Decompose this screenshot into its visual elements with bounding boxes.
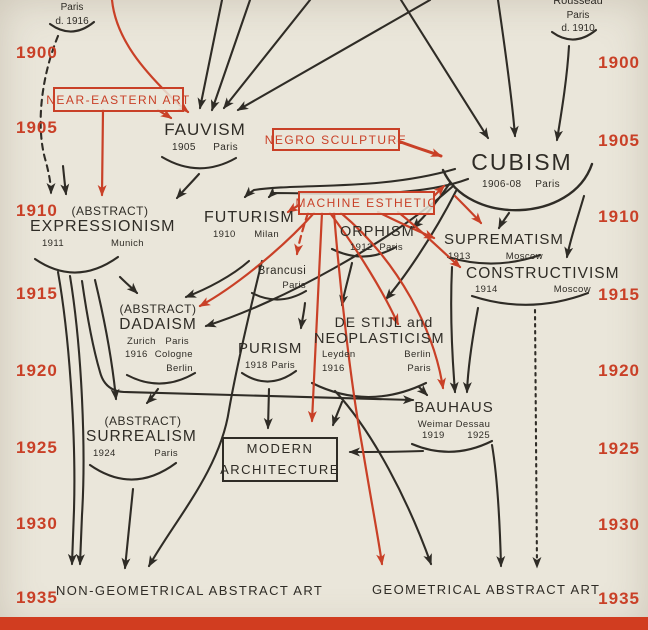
year-left-1915: 1915 (16, 284, 58, 303)
movement-cubism-city: Paris (535, 178, 560, 190)
year-right-1930: 1930 (598, 515, 640, 534)
movement-purism: PURISM 1918 Paris (238, 340, 303, 371)
fragment-redon-city: Paris (60, 2, 84, 13)
movement-purism-city: Paris (271, 359, 295, 371)
movement-surrealism-prefix: (ABSTRACT) (104, 414, 182, 428)
movement-bauhaus-date2: 1925 (467, 430, 490, 442)
movement-futurism-date: 1910 (213, 228, 236, 240)
fragment-rousseau-name: Rousseau (553, 0, 603, 7)
outcome-geometrical: GEOMETRICAL ABSTRACT ART (372, 582, 601, 597)
movement-dadaism-city1: Zurich (127, 335, 156, 347)
movement-dadaism-city4: Berlin (166, 363, 193, 375)
year-right-1915: 1915 (598, 285, 640, 304)
fragment-rousseau-city: Paris (566, 9, 590, 21)
movement-dadaism-name: DADAISM (119, 316, 197, 334)
year-left-1905: 1905 (16, 118, 58, 137)
movement-destijl: DE STIJL and NEOPLASTICISM Leyden Berlin… (314, 314, 445, 374)
movement-suprematism: SUPREMATISM 1913 Moscow (444, 231, 564, 262)
year-right-1920: 1920 (598, 361, 640, 380)
year-right-1905: 1905 (598, 131, 640, 150)
movement-orphism-date: 1912 (350, 242, 373, 254)
fragment-rousseau: Rousseau Paris d. 1910 (546, 0, 610, 36)
box-near-eastern-art: NEAR-EASTERN ART (46, 87, 189, 112)
movement-expressionism-date: 1911 (42, 238, 65, 250)
movement-dadaism-city2: Paris (165, 335, 189, 347)
fragment-redon-date: d. 1916 (55, 15, 89, 27)
movement-bauhaus-cities: Weimar Dessau (417, 418, 491, 430)
movement-cubism-name: CUBISM (471, 149, 573, 175)
year-right-1900: 1900 (598, 53, 640, 72)
box-machine-esthetic: MACHINE ESTHETIC (296, 191, 436, 215)
box-modern-architecture: MODERN ARCHITECTURE (220, 437, 340, 482)
movement-purism-name: PURISM (238, 340, 303, 357)
footer-red-bar (0, 617, 648, 630)
movement-orphism-name: ORPHISM (340, 224, 415, 240)
movement-expressionism-prefix: (ABSTRACT) (71, 204, 149, 218)
movement-suprematism-date: 1913 (448, 250, 471, 262)
movement-constructivism-date: 1914 (475, 284, 498, 296)
movement-destijl-date: 1916 (322, 362, 345, 374)
year-left-1925: 1925 (16, 438, 58, 457)
movement-destijl-name: DE STIJL and (334, 314, 434, 330)
movement-dadaism-city3: Cologne (154, 349, 193, 361)
movement-expressionism-name: EXPRESSIONISM (30, 218, 176, 236)
movement-destijl-city2: Berlin (404, 348, 431, 360)
movement-surrealism: (ABSTRACT) SURREALISM 1924 Paris (86, 414, 197, 459)
movement-futurism: FUTURISM 1910 Milan (204, 209, 295, 241)
movement-purism-date: 1918 (245, 359, 268, 371)
movement-surrealism-city: Paris (154, 447, 178, 459)
movement-constructivism: CONSTRUCTIVISM 1914 Moscow (466, 265, 620, 296)
movement-surrealism-date: 1924 (93, 447, 116, 459)
movement-fauvism-city: Paris (213, 142, 238, 154)
movement-destijl-city3: Paris (407, 362, 431, 374)
movement-futurism-city: Milan (254, 228, 279, 240)
movement-bauhaus: BAUHAUS Weimar Dessau 1919 1925 (410, 399, 498, 442)
movement-fauvism: FAUVISM 1905 Paris (158, 120, 252, 153)
movement-dadaism-prefix: (ABSTRACT) (119, 302, 197, 316)
movement-brancusi-name: Brancusi (257, 265, 307, 277)
year-right-1910: 1910 (598, 207, 640, 226)
movement-bauhaus-name: BAUHAUS (414, 399, 494, 416)
box-negro-sculpture: NEGRO SCULPTURE (265, 128, 406, 151)
movement-orphism: ORPHISM 1912 Paris (340, 224, 415, 254)
outcome-non-geometrical: NON-GEOMETRICAL ABSTRACT ART (56, 583, 324, 598)
movement-suprematism-city: Moscow (505, 250, 543, 262)
year-right-1935: 1935 (598, 589, 640, 608)
movement-bauhaus-date1: 1919 (422, 430, 445, 442)
movement-futurism-name: FUTURISM (204, 209, 295, 226)
year-left-1935: 1935 (16, 588, 58, 607)
year-left-1910: 1910 (16, 201, 58, 220)
movement-brancusi: Brancusi Paris (250, 265, 314, 292)
movement-cubism: CUBISM 1906-08 Paris (462, 149, 582, 190)
fragment-rousseau-date: d. 1910 (561, 23, 595, 35)
fragment-redon: Paris d. 1916 (42, 1, 102, 28)
movement-expressionism: (ABSTRACT) EXPRESSIONISM 1911 Munich (30, 204, 176, 250)
movement-destijl-name2: NEOPLASTICISM (314, 330, 445, 347)
movement-constructivism-city: Moscow (553, 284, 591, 296)
year-right-1925: 1925 (598, 439, 640, 458)
movement-dadaism: (ABSTRACT) DADAISM Zurich Paris 1916 Col… (118, 302, 198, 375)
year-left-1900: 1900 (16, 43, 58, 62)
box-modern-architecture-line1: MODERN (246, 441, 314, 457)
movement-expressionism-city: Munich (110, 238, 144, 250)
movement-constructivism-name: CONSTRUCTIVISM (466, 265, 620, 282)
movement-surrealism-name: SURREALISM (86, 428, 197, 446)
movement-cubism-date: 1906-08 (482, 178, 522, 190)
year-left-1930: 1930 (16, 514, 58, 533)
year-left-1920: 1920 (16, 361, 58, 380)
movement-orphism-city: Paris (379, 242, 403, 254)
movement-fauvism-date: 1905 (172, 142, 196, 154)
movement-fauvism-name: FAUVISM (164, 120, 246, 139)
movement-destijl-city1: Leyden (322, 348, 356, 360)
movement-dadaism-date: 1916 (125, 349, 148, 361)
movement-brancusi-city: Paris (282, 279, 306, 291)
box-modern-architecture-line2: ARCHITECTURE (220, 461, 340, 477)
movement-suprematism-name: SUPREMATISM (444, 231, 564, 248)
